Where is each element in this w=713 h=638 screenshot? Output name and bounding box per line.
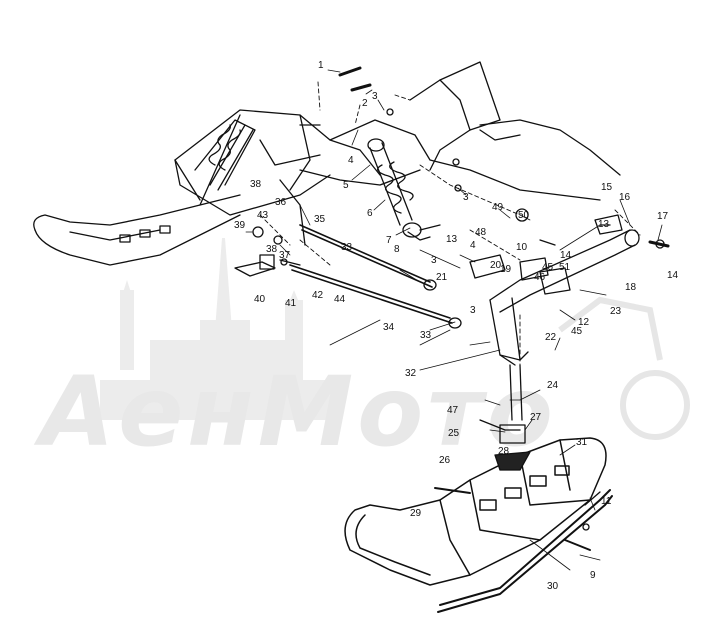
callout-16: 16 — [619, 192, 631, 203]
callout-14: 14 — [560, 250, 572, 261]
callout-17: 17 — [657, 211, 669, 222]
callout-5: 5 — [343, 180, 349, 191]
callout-45: 45 — [571, 326, 583, 337]
center-shock-absorber — [367, 138, 431, 241]
steering-column — [489, 229, 640, 444]
callout-3: 3 — [372, 91, 378, 102]
callout-37: 37 — [279, 250, 291, 261]
watermark: АенМото — [33, 238, 690, 468]
callout-8: 8 — [394, 244, 400, 255]
top-bolts — [299, 66, 670, 249]
watermark-text: АенМото — [33, 356, 557, 468]
callout-49: 49 — [492, 202, 504, 213]
callout-28: 28 — [498, 446, 510, 457]
callout-42: 42 — [312, 290, 324, 301]
callout-4: 4 — [470, 240, 476, 251]
callout-9: 9 — [590, 570, 596, 581]
callout-24: 24 — [547, 380, 559, 391]
callout-13: 13 — [446, 234, 458, 245]
callout-29: 29 — [410, 508, 422, 519]
callout-34: 34 — [383, 322, 395, 333]
front-ski — [344, 437, 613, 613]
callout-36: 36 — [275, 197, 287, 208]
callout-1: 1 — [318, 60, 324, 71]
callout-11: 11 — [601, 496, 612, 507]
callout-39: 39 — [234, 220, 246, 231]
callout-21: 21 — [436, 272, 448, 283]
callout-23: 23 — [610, 306, 622, 317]
steering-brackets — [469, 214, 623, 295]
callout-7: 7 — [386, 235, 392, 246]
callout-18: 18 — [625, 282, 637, 293]
callout-26: 26 — [439, 455, 451, 466]
callout-25: 25 — [448, 428, 460, 439]
callout-35: 35 — [314, 214, 326, 225]
callout-38: 38 — [250, 179, 262, 190]
callout-3: 3 — [463, 192, 469, 203]
callout-30: 30 — [547, 581, 559, 592]
callout-40: 40 — [254, 294, 266, 305]
callout-15: 15 — [601, 182, 613, 193]
leader-lines — [245, 69, 663, 571]
callout-31: 31 — [576, 437, 588, 448]
callout-12: 12 — [578, 317, 590, 328]
left-small-parts — [234, 226, 301, 277]
callout-32: 32 — [405, 368, 417, 379]
watermark-motorcycle — [558, 296, 690, 440]
callout-41: 41 — [285, 298, 297, 309]
callout-14: 14 — [667, 270, 679, 281]
callout-50: 50 — [518, 210, 530, 221]
callout-47: 47 — [447, 405, 459, 416]
callout-33: 33 — [341, 242, 353, 253]
callout-4: 4 — [348, 155, 354, 166]
callout-20: 20 — [490, 260, 502, 271]
callout-43: 43 — [257, 210, 269, 221]
chassis-frame — [174, 61, 621, 246]
callout-38: 38 — [266, 244, 278, 255]
callout-3: 3 — [470, 305, 476, 316]
callout-10: 10 — [516, 242, 528, 253]
callout-22: 22 — [545, 332, 557, 343]
watermark-cathedral — [100, 238, 340, 420]
callout-33: 33 — [420, 330, 432, 341]
callout-6: 6 — [367, 208, 373, 219]
callout-46: 46 — [534, 272, 546, 283]
callout-13: 13 — [598, 219, 610, 230]
callout-2: 2 — [362, 98, 368, 109]
left-shock-absorber — [208, 124, 254, 191]
callout-48: 48 — [475, 227, 487, 238]
callout-27: 27 — [530, 412, 542, 423]
callout-51: 51 — [559, 262, 571, 273]
tie-rods — [289, 224, 462, 329]
callout-44: 44 — [334, 294, 346, 305]
callout-45: 45 — [542, 262, 554, 273]
callout-labels: 1 2 3 4 5 3 6 7 8 3 13 4 48 49 50 10 15 … — [234, 60, 679, 592]
callout-19: 19 — [500, 264, 512, 275]
callout-3: 3 — [431, 255, 437, 266]
linework — [33, 61, 670, 613]
ski-mount — [434, 419, 601, 551]
